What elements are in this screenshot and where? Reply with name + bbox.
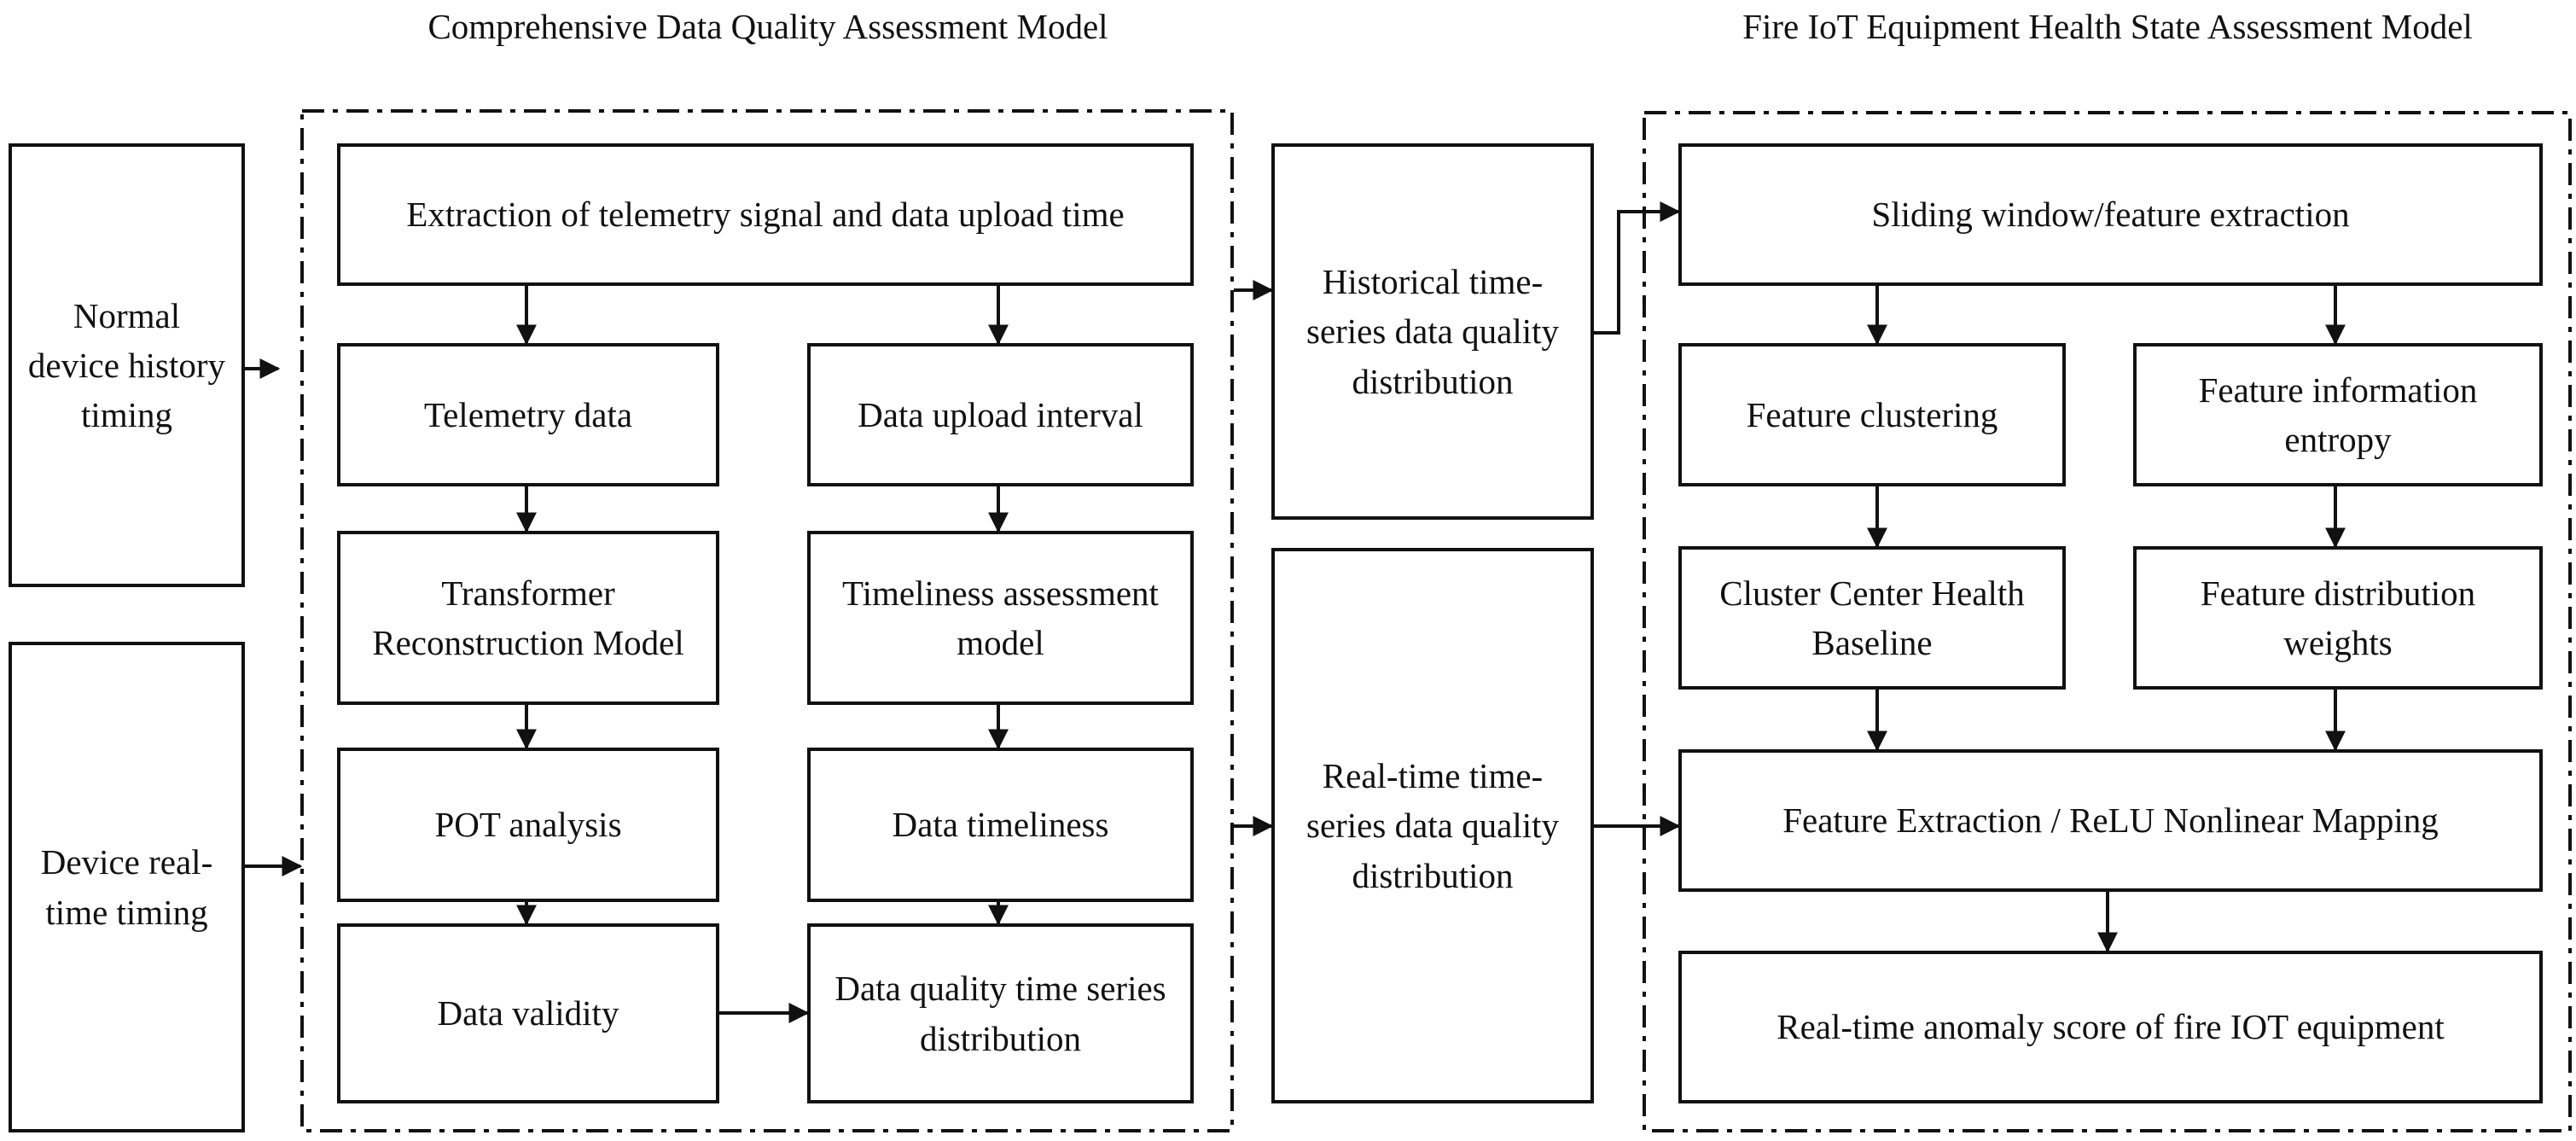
realtime-input-box: Device real-time timing xyxy=(9,642,245,1132)
transformer-model-box: Transformer Reconstruction Model xyxy=(337,531,719,705)
telemetry-data-box: Telemetry data xyxy=(337,343,719,486)
quality-distribution-box: Data quality time series distribution xyxy=(807,923,1194,1103)
distribution-weights-box: Feature distribution weights xyxy=(2133,546,2543,690)
pot-analysis-box: POT analysis xyxy=(337,748,719,902)
arrow-historical-to-sliding xyxy=(1594,201,1681,335)
quality-model-title: Comprehensive Data Quality Assessment Mo… xyxy=(427,7,1108,46)
realtime-distribution-box: Real-time time-series data quality distr… xyxy=(1271,548,1594,1103)
historical-distribution-box: Historical time-series data quality dist… xyxy=(1271,143,1594,520)
sliding-window-box: Sliding window/feature extraction xyxy=(1678,143,2543,286)
quality-model-group-border xyxy=(300,109,1234,1132)
feature-entropy-box: Feature information entropy xyxy=(2133,343,2543,486)
anomaly-score-box: Real-time anomaly score of fire IOT equi… xyxy=(1678,951,2543,1103)
data-validity-box: Data validity xyxy=(337,923,719,1103)
timeliness-model-box: Timeliness assessment model xyxy=(807,531,1194,705)
upload-interval-box: Data upload interval xyxy=(807,343,1194,486)
relu-mapping-box: Feature Extraction / ReLU Nonlinear Mapp… xyxy=(1678,749,2543,892)
health-model-group-border xyxy=(1643,111,2572,1132)
health-model-title: Fire IoT Equipment Health State Assessme… xyxy=(1742,7,2473,46)
extraction-box: Extraction of telemetry signal and data … xyxy=(337,143,1194,286)
data-timeliness-box: Data timeliness xyxy=(807,748,1194,902)
feature-clustering-box: Feature clustering xyxy=(1678,343,2066,486)
health-baseline-box: Cluster Center Health Baseline xyxy=(1678,546,2066,690)
normal-history-input-box: Normal device history timing xyxy=(9,143,245,587)
